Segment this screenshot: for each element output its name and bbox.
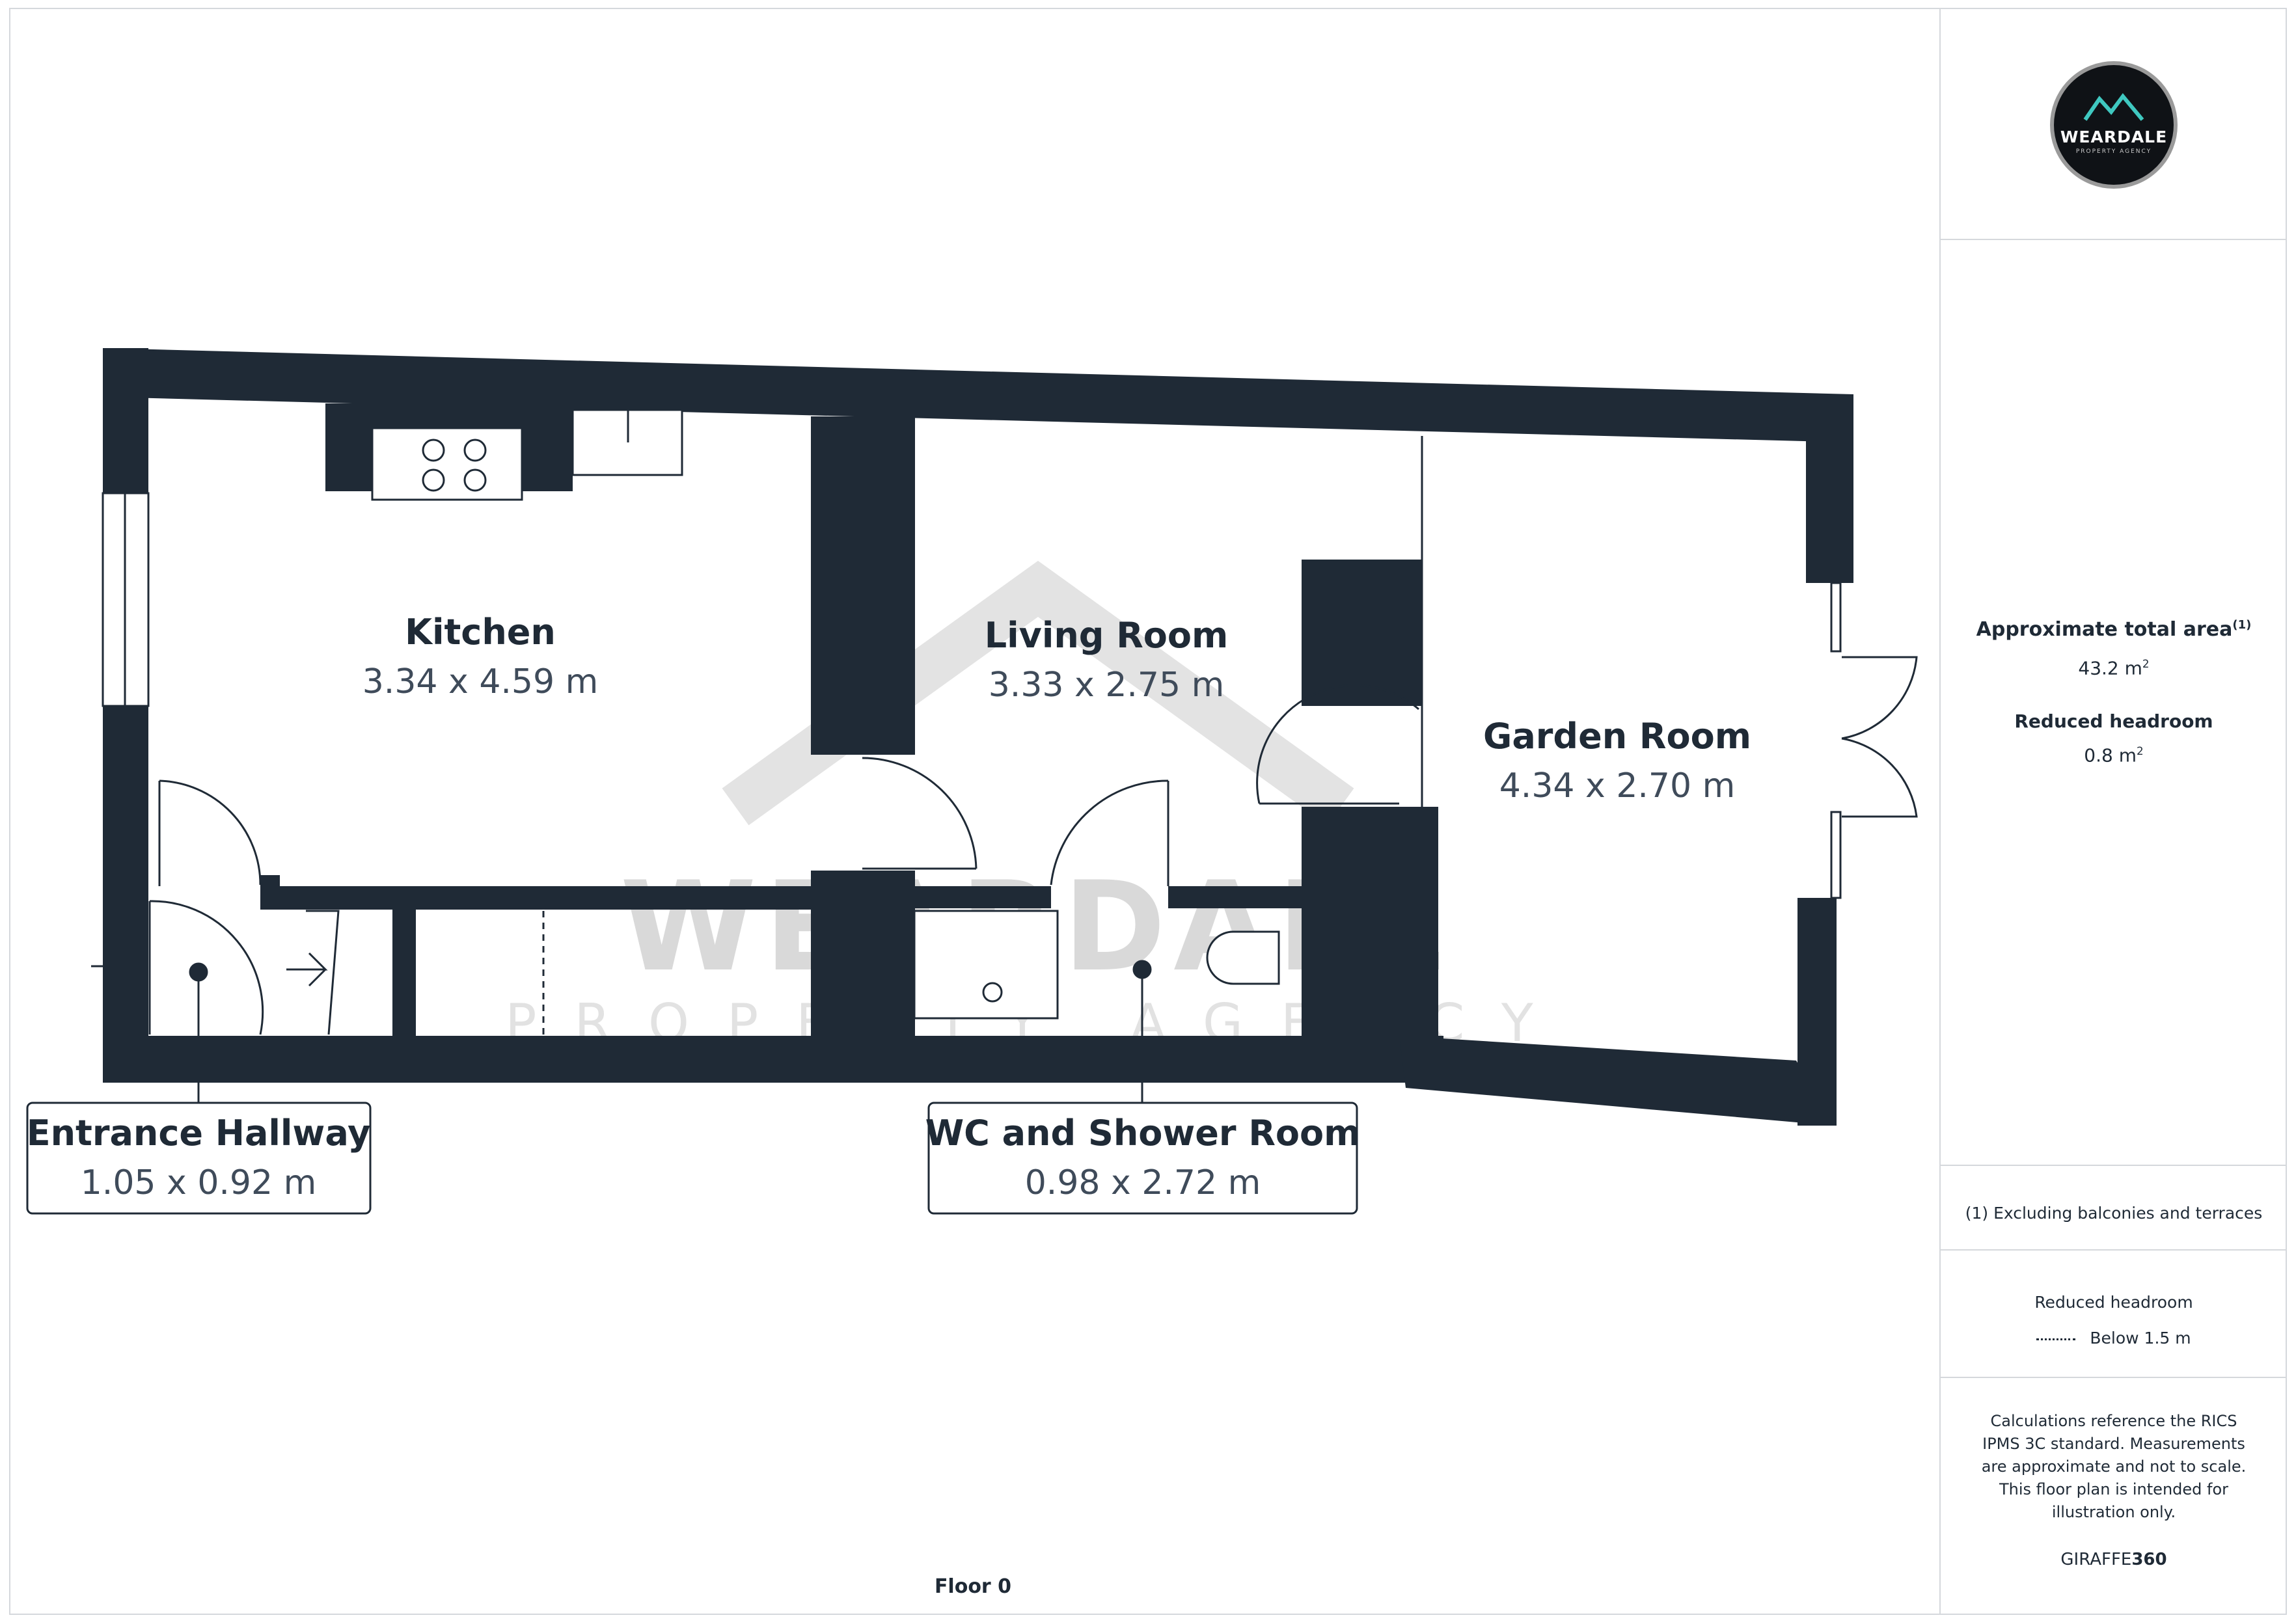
floor-label: Floor 0 — [935, 1575, 1011, 1598]
outer-top-wall — [103, 348, 1853, 442]
info-panel: WEARDALE PROPERTY AGENCY Approximate tot… — [1939, 8, 2287, 1615]
right-wall-upper — [1806, 394, 1853, 583]
hallway-name: Entrance Hallway — [27, 1113, 371, 1154]
top-living-gap — [1302, 442, 1422, 560]
stair-icon — [306, 910, 340, 1035]
kitchen-living-wall — [811, 416, 915, 755]
total-area-value: 43.2 m2 — [2078, 657, 2150, 679]
hob-burner-icon — [463, 468, 487, 492]
left-window-sill — [103, 706, 148, 885]
french-door-swing — [1841, 737, 1918, 818]
doors — [91, 436, 1918, 1036]
living-room-dims: 3.33 x 2.75 m — [989, 666, 1225, 705]
shower-head-icon — [982, 982, 1003, 1003]
kitchen-name: Kitchen — [405, 612, 556, 653]
garden-wc-door-swing — [1256, 684, 1419, 804]
right-wall-lower — [1797, 898, 1837, 1126]
credit: GIRAFFE360 — [2060, 1550, 2167, 1569]
garden-room-dims: 4.34 x 2.70 m — [1499, 766, 1736, 805]
footnote-mark: (1) — [2232, 618, 2252, 632]
garden-bottom-wall — [1399, 1036, 1834, 1126]
dotted-line-icon — [2036, 1338, 2076, 1340]
hallway-label-box — [26, 1102, 372, 1215]
hob-burner-icon — [422, 468, 445, 492]
hob-burner-icon — [422, 439, 445, 462]
wc-top-wall — [914, 886, 1051, 908]
hob — [371, 427, 523, 501]
walls — [103, 348, 1853, 1126]
shower-tray — [913, 910, 1059, 1020]
reduced-headroom-label: Reduced headroom — [2014, 710, 2213, 732]
divider — [1941, 1249, 2287, 1251]
garden-door-frame — [1830, 582, 1842, 653]
reduced-headroom-value: 0.8 m2 — [2084, 744, 2144, 766]
footnote: (1) Excluding balconies and terraces — [1965, 1204, 2263, 1223]
label-pointers — [189, 960, 1152, 1103]
toilet-icon — [1206, 930, 1280, 985]
wc-top-wall-right — [1168, 886, 1305, 908]
legend-item: Below 1.5 m — [1941, 1329, 2287, 1347]
total-area-label: Approximate total area(1) — [1976, 618, 2252, 641]
room-labels: Kitchen 3.34 x 4.59 m Living Room 3.33 x… — [26, 612, 1751, 1598]
brand-logo: WEARDALE PROPERTY AGENCY — [2050, 61, 2178, 189]
mountain-icon — [2083, 93, 2144, 121]
divider — [1941, 239, 2287, 240]
wc-label-box — [927, 1102, 1358, 1215]
wc-name: WC and Shower Room — [925, 1113, 1361, 1154]
garden-room-name: Garden Room — [1483, 716, 1751, 757]
stair-arrow-icon — [286, 952, 328, 987]
logo-name: WEARDALE — [2060, 128, 2168, 146]
wc-garden-wall — [1302, 807, 1438, 1041]
disclaimer: Calculations reference the RICS IPMS 3C … — [1981, 1412, 2247, 1521]
french-door-swing — [1841, 656, 1918, 740]
kitchen-living-wall-lower — [811, 871, 915, 1040]
wc-dims: 0.98 x 2.72 m — [1025, 1163, 1261, 1202]
living-door-swing — [862, 757, 977, 869]
fixtures — [102, 409, 1842, 1020]
logo-sub: PROPERTY AGENCY — [2075, 148, 2152, 155]
living-garden-wall — [1302, 560, 1422, 706]
bottom-wall — [103, 1036, 1443, 1083]
kitchen-door-swing — [159, 779, 262, 886]
entry-arrow-icon — [91, 952, 126, 981]
hall-stair-post — [260, 875, 280, 908]
page-frame — [9, 8, 2287, 1615]
divider — [1941, 1377, 2287, 1378]
floor-plan: WEARDALE PROPERTY AGENCY — [26, 348, 1918, 1598]
legend-title: Reduced headroom — [2034, 1293, 2193, 1312]
divider — [1941, 1165, 2287, 1166]
store-partition — [392, 904, 416, 1041]
kitchen-dims: 3.34 x 4.59 m — [362, 662, 599, 701]
garden-door-frame — [1830, 811, 1842, 899]
hob-burner-icon — [463, 439, 487, 462]
entrance-door-swing — [149, 900, 264, 1035]
living-room-name: Living Room — [985, 615, 1229, 656]
hallway-dims: 1.05 x 0.92 m — [81, 1163, 317, 1202]
wc-door-swing — [1050, 779, 1169, 886]
